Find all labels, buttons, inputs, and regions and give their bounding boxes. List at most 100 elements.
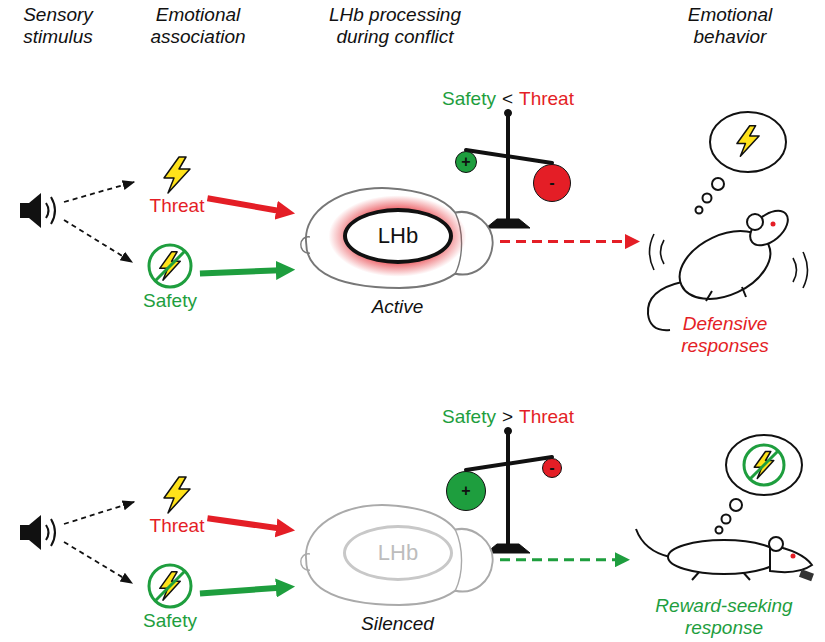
brain-outline-part <box>306 505 493 605</box>
connector-arrow <box>200 270 287 274</box>
safety-icon-part <box>149 245 191 287</box>
reward-rat-drawing-part <box>716 527 723 534</box>
defensive-rat-drawing-part <box>648 282 682 330</box>
association-node: Threat <box>147 155 208 217</box>
column-heading: LHb processing during conflict <box>329 4 461 47</box>
balance-label: > <box>502 406 513 428</box>
safety-icon <box>146 562 194 610</box>
lhb-oval: LHb <box>343 525 453 581</box>
label-group: Emotional behavior <box>670 4 790 48</box>
label-group: Safety > Threat <box>442 406 574 428</box>
speaker-icon-part <box>20 203 29 218</box>
node-label: Silenced <box>295 613 500 635</box>
reward-rat-drawing-part <box>791 554 796 559</box>
speaker-icon-part <box>29 193 41 228</box>
speaker-icon-part <box>46 203 49 218</box>
balance-label: < <box>502 88 513 110</box>
node-label: Reward-seeking response <box>630 595 818 638</box>
defensive-rat-drawing-part <box>703 194 712 203</box>
scale-weight: + <box>446 471 486 511</box>
safety-icon-part <box>149 565 191 607</box>
defensive-rat-drawing-part <box>712 178 724 190</box>
reward-rat-drawing-part <box>726 435 802 495</box>
stimulus-arrow-part <box>64 502 134 524</box>
threat-bolt-icon <box>157 475 197 515</box>
speaker-icon-part <box>29 515 41 550</box>
balance-scale-part <box>506 114 510 222</box>
behavior-node: Reward-seeking response <box>630 425 818 640</box>
balance-label: Threat <box>519 406 574 428</box>
node-label: Threat <box>150 515 205 537</box>
scale-weight: - <box>533 164 571 202</box>
defensive-rat-drawing-part <box>744 204 794 252</box>
node-label: Defensive responses <box>640 313 810 356</box>
speaker-icon <box>20 193 55 228</box>
brain-outline-part <box>455 530 461 591</box>
column-heading: Sensory stimulus <box>23 4 93 47</box>
node-label: Safety <box>143 290 197 312</box>
safety-icon-part <box>155 251 184 280</box>
defensive-rat-drawing-part <box>706 287 746 301</box>
balance-scale-part <box>505 110 512 117</box>
scale-weight: + <box>455 151 477 173</box>
column-heading: Emotional association <box>150 4 245 47</box>
scale-weight: - <box>542 458 562 478</box>
brain-node: ActiveLHb <box>295 180 500 292</box>
speaker-icon-part <box>46 525 49 540</box>
behavior-node: Defensive responses <box>640 100 810 358</box>
brain-outline-part <box>306 188 493 288</box>
node-label: Threat <box>150 195 205 217</box>
balance-label: Safety <box>442 88 496 110</box>
weight-sign: - <box>549 175 554 191</box>
region-label: LHb <box>378 540 418 566</box>
reward-rat-drawing-part <box>636 529 670 557</box>
connector-arrow <box>200 587 287 593</box>
brain-node: SilencedLHb <box>295 497 500 609</box>
defensive-rat-drawing-part <box>696 207 703 214</box>
column-heading: Emotional behavior <box>688 4 773 47</box>
defensive-rat-drawing-part <box>650 234 808 288</box>
label-group: Sensory stimulus <box>11 4 106 48</box>
stimulus-arrow-part <box>64 542 132 583</box>
connector-arrow <box>207 518 287 529</box>
lhb-oval: LHb <box>343 208 453 264</box>
label-group: Emotional association <box>136 4 261 48</box>
reward-rat-drawing-part <box>750 451 778 479</box>
brain-outline-part <box>329 195 467 276</box>
threat-bolt-icon-part <box>164 477 190 513</box>
stimulus-arrow-part <box>64 220 132 262</box>
reward-rat-drawing-part <box>769 537 783 551</box>
threat-bolt-icon-part <box>164 157 190 193</box>
speaker-icon-part <box>51 197 55 224</box>
speaker-icon-part <box>20 525 29 540</box>
balance-scale-part <box>466 457 552 470</box>
region-label: LHb <box>378 223 418 249</box>
safety-icon-part <box>155 571 184 600</box>
balance-scale-part <box>506 432 510 545</box>
safety-icon <box>146 242 194 290</box>
reward-rat-drawing-part <box>668 540 780 574</box>
stimulus-arrow-part <box>64 182 134 202</box>
association-node: Safety <box>140 242 200 312</box>
brain-outline-part <box>301 554 310 570</box>
connector-arrow <box>500 558 624 561</box>
defensive-rat-drawing-part <box>737 126 759 157</box>
reward-rat-drawing-part <box>799 569 814 581</box>
defensive-rat-drawing-part <box>771 222 776 227</box>
reward-rat-drawing-part <box>744 445 784 485</box>
association-node: Safety <box>140 562 200 632</box>
node-label: Safety <box>143 610 197 632</box>
brain-outline-part <box>301 237 310 253</box>
connector-arrow <box>500 240 634 243</box>
balance-scale-part <box>466 150 552 163</box>
defensive-rat-drawing-part <box>747 214 763 230</box>
balance-label: Threat <box>519 88 574 110</box>
stimulus-arrow <box>64 182 134 583</box>
weight-sign: + <box>461 154 470 170</box>
connector-arrow <box>207 198 287 212</box>
balance-scale-part <box>486 219 530 228</box>
association-node: Threat <box>147 475 208 537</box>
balance-label: Safety <box>442 406 496 428</box>
reward-rat-drawing-part <box>730 499 742 511</box>
